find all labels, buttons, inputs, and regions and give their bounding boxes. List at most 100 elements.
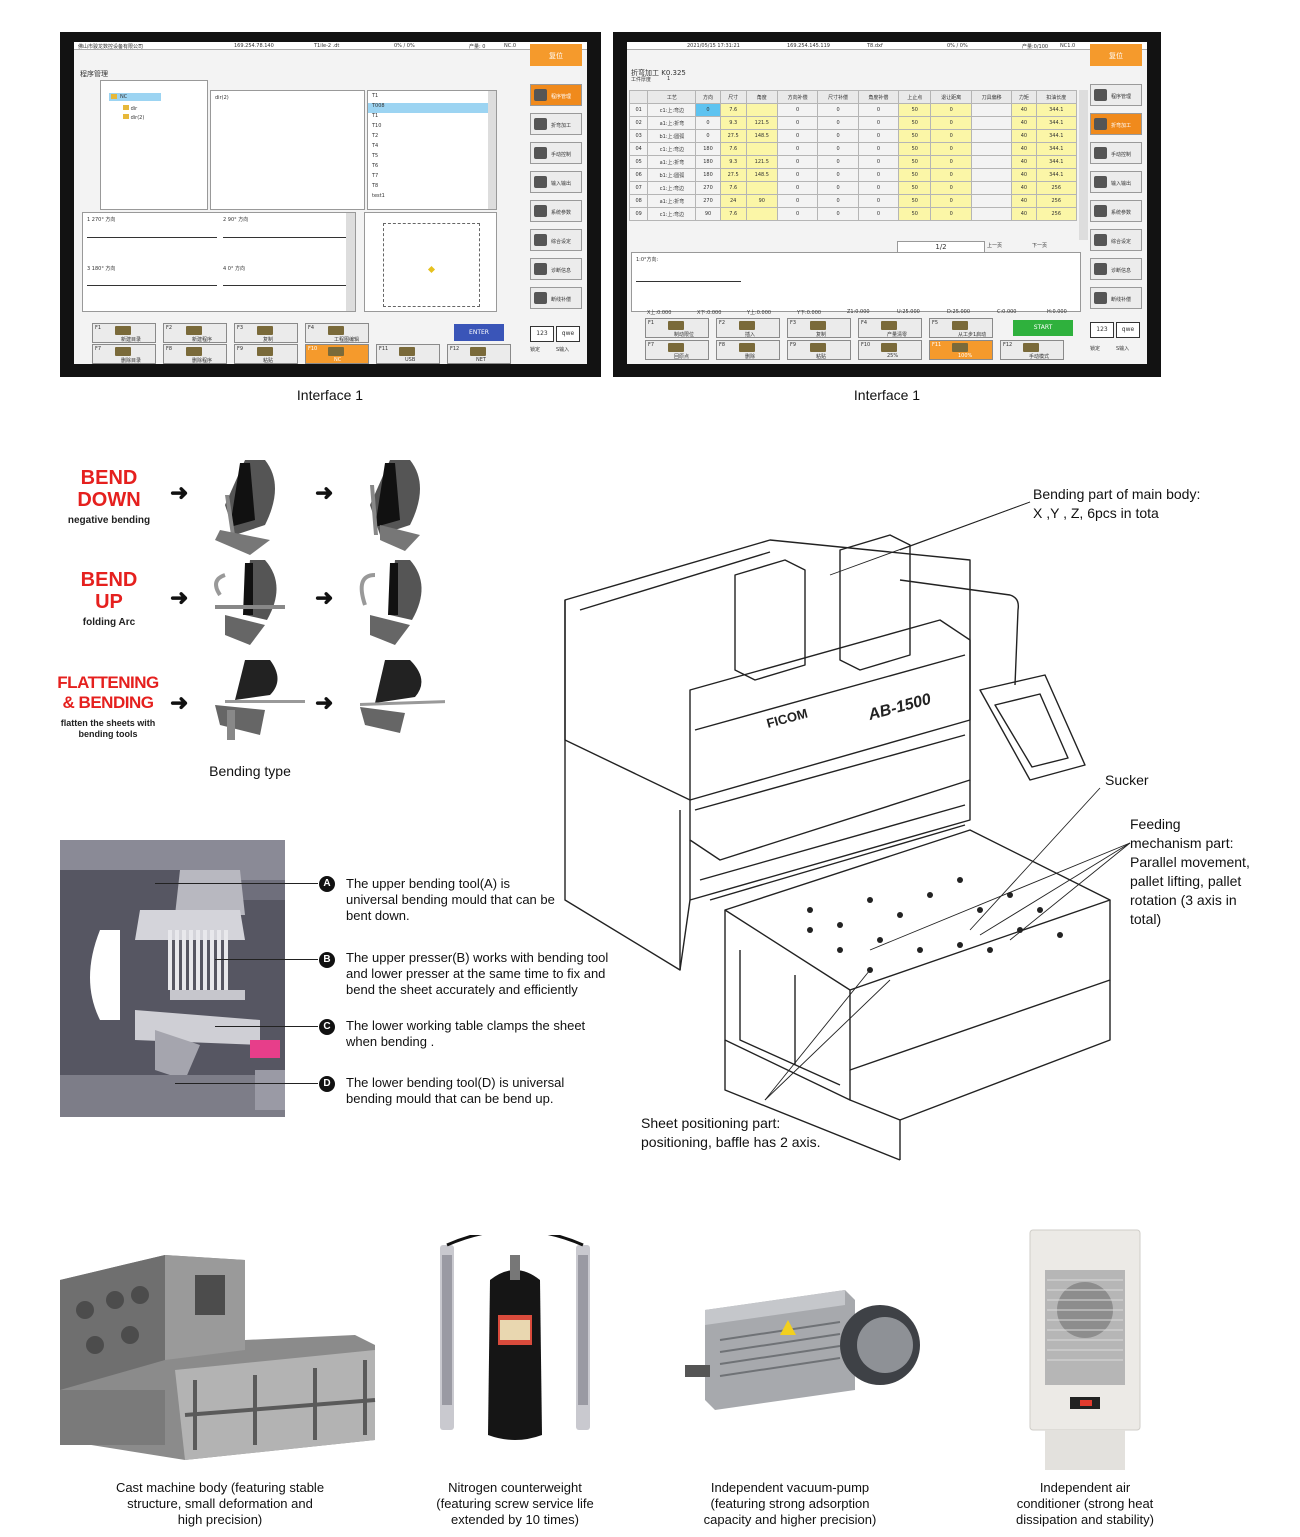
table-cell[interactable]: a1:上:折弯 — [647, 194, 697, 208]
file-list-item[interactable]: T5 — [372, 153, 379, 159]
table-cell[interactable]: 0 — [930, 194, 972, 208]
folder-row-selected[interactable]: NC — [109, 93, 161, 101]
table-cell[interactable]: 0 — [857, 129, 900, 143]
table-cell[interactable]: c1:上:弯边 — [647, 207, 697, 221]
table-cell[interactable]: 0 — [776, 142, 819, 156]
table-cell[interactable] — [970, 168, 1013, 182]
table-cell[interactable]: 0 — [817, 181, 859, 195]
table-cell[interactable]: 0 — [776, 129, 819, 143]
side-menu-button[interactable]: 系统参数 — [1090, 200, 1142, 222]
table-cell[interactable]: 50 — [898, 103, 932, 117]
side-menu-button[interactable]: 综合设定 — [530, 229, 582, 251]
table-cell[interactable]: 0 — [857, 142, 900, 156]
table-cell[interactable]: 0 — [857, 194, 900, 208]
table-cell[interactable]: 0 — [776, 181, 819, 195]
table-cell[interactable]: 256 — [1035, 194, 1078, 208]
table-cell[interactable]: 08 — [629, 194, 649, 208]
table-cell[interactable]: 0 — [776, 103, 819, 117]
table-cell[interactable]: 0 — [817, 142, 859, 156]
table-cell[interactable]: a1:上:折弯 — [647, 116, 697, 130]
table-cell[interactable]: c1:上:弯边 — [647, 103, 697, 117]
table-cell[interactable]: 270 — [695, 194, 721, 208]
folder-item[interactable]: dir — [123, 105, 137, 112]
table-cell[interactable]: 0 — [695, 103, 721, 117]
table-cell[interactable]: 180 — [695, 142, 721, 156]
table-cell[interactable] — [970, 207, 1013, 221]
table-cell[interactable] — [970, 103, 1013, 117]
table-cell[interactable]: 40 — [1011, 103, 1037, 117]
side-menu-button[interactable]: 程序管理 — [530, 84, 582, 106]
side-menu-button[interactable]: 综合设定 — [1090, 229, 1142, 251]
table-cell[interactable]: 50 — [898, 142, 932, 156]
input-label[interactable]: S输入 — [1116, 346, 1130, 352]
folder-tree[interactable]: NC dir dir(2) — [100, 80, 208, 210]
table-cell[interactable]: 0 — [817, 116, 859, 130]
table-cell[interactable]: 40 — [1011, 194, 1037, 208]
table-cell[interactable]: 121.5 — [745, 116, 778, 130]
keyboard-alpha-button[interactable]: qwe — [1116, 322, 1140, 338]
table-cell[interactable]: 0 — [857, 155, 900, 169]
table-cell[interactable]: 344.1 — [1035, 129, 1078, 143]
table-cell[interactable]: 7.6 — [719, 103, 747, 117]
table-cell[interactable]: a1:上:折弯 — [647, 155, 697, 169]
table-cell[interactable]: c1:上:弯边 — [647, 142, 697, 156]
table-cell[interactable]: 7.6 — [719, 207, 747, 221]
table-cell[interactable]: 0 — [930, 116, 972, 130]
table-cell[interactable]: 0 — [930, 155, 972, 169]
folder-item[interactable]: dir(2) — [123, 114, 144, 121]
table-cell[interactable]: 50 — [898, 181, 932, 195]
next-page-button[interactable]: 下一页 — [1032, 243, 1048, 249]
table-cell[interactable]: 40 — [1011, 142, 1037, 156]
table-cell[interactable]: 0 — [817, 207, 859, 221]
side-menu-button[interactable]: 断线补偿 — [1090, 287, 1142, 309]
scrollbar[interactable] — [488, 91, 496, 209]
table-cell[interactable] — [970, 181, 1013, 195]
prev-page-button[interactable]: 上一页 — [987, 243, 1003, 249]
table-cell[interactable]: 24 — [719, 194, 747, 208]
table-cell[interactable]: 270 — [695, 181, 721, 195]
table-cell[interactable] — [970, 116, 1013, 130]
table-cell[interactable]: 90 — [745, 194, 778, 208]
side-menu-button[interactable]: 折弯加工 — [1090, 113, 1142, 135]
table-cell[interactable]: 344.1 — [1035, 116, 1078, 130]
file-list-item[interactable]: test1 — [372, 193, 385, 199]
table-cell[interactable]: 7.6 — [719, 181, 747, 195]
file-list-item[interactable]: T2 — [372, 133, 379, 139]
input-label[interactable]: S输入 — [556, 347, 570, 353]
keyboard-num-button[interactable]: 123 — [1090, 322, 1114, 338]
table-cell[interactable]: 05 — [629, 155, 649, 169]
table-cell[interactable]: 256 — [1035, 181, 1078, 195]
table-cell[interactable]: 0 — [930, 142, 972, 156]
file-list-item[interactable]: T6 — [372, 163, 379, 169]
table-cell[interactable]: 0 — [817, 194, 859, 208]
table-cell[interactable]: 148.5 — [745, 129, 778, 143]
table-cell[interactable]: 0 — [930, 103, 972, 117]
table-cell[interactable]: 0 — [817, 103, 859, 117]
reset-button[interactable]: 复位 — [1090, 44, 1142, 66]
side-menu-button[interactable]: 输入输出 — [1090, 171, 1142, 193]
lock-label[interactable]: 锁定 — [530, 347, 541, 353]
table-cell[interactable]: 90 — [695, 207, 721, 221]
table-cell[interactable]: 0 — [857, 207, 900, 221]
side-menu-button[interactable]: 折弯加工 — [530, 113, 582, 135]
side-menu-button[interactable]: 输入输出 — [530, 171, 582, 193]
table-cell[interactable]: 0 — [930, 181, 972, 195]
table-cell[interactable]: 06 — [629, 168, 649, 182]
lock-label[interactable]: 锁定 — [1090, 346, 1101, 352]
table-cell[interactable]: 0 — [930, 207, 972, 221]
table-cell[interactable]: 50 — [898, 155, 932, 169]
table-cell[interactable]: 02 — [629, 116, 649, 130]
table-cell[interactable]: 344.1 — [1035, 168, 1078, 182]
table-cell[interactable]: 27.5 — [719, 129, 747, 143]
